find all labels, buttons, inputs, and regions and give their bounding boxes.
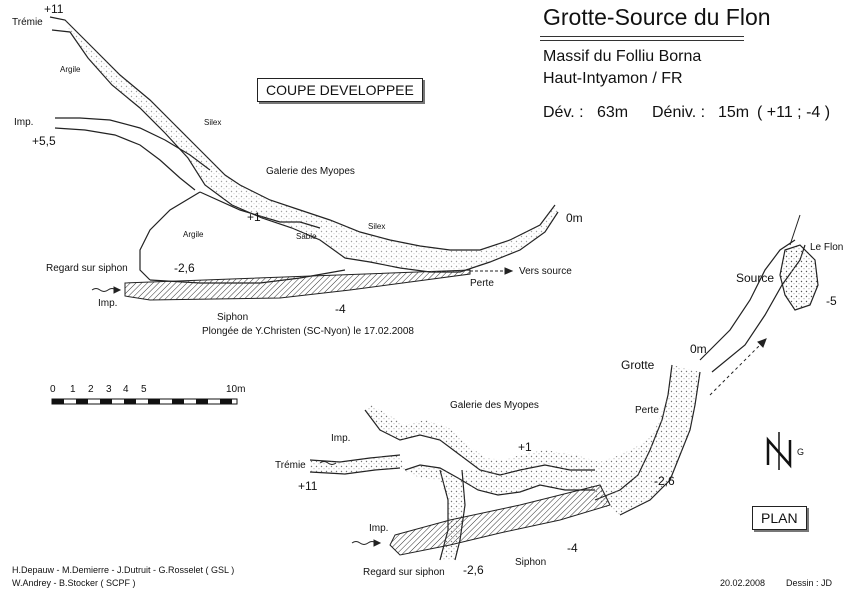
- section-label-imp-left: Imp.: [14, 117, 34, 128]
- scale-tick-4: 4: [123, 384, 129, 395]
- north-arrow-g-label: G: [797, 447, 805, 457]
- map-title: Grotte-Source du Flon: [543, 4, 771, 30]
- dev-value: 63m: [597, 104, 629, 121]
- plan-label-regard: Regard sur siphon: [363, 567, 445, 578]
- scale-tick-0: 0: [50, 384, 56, 395]
- deniv-value: 15m: [718, 104, 750, 121]
- section-flow-arrows: [91, 267, 514, 294]
- scale-tick-3: 3: [106, 384, 112, 395]
- section-depth-plus1: +1: [247, 210, 261, 224]
- title-underline-2: [540, 40, 744, 41]
- scale-tick-end: 10m: [226, 384, 246, 395]
- plan-label-galerie: Galerie des Myopes: [450, 400, 539, 411]
- section-label-silex-top: Silex: [204, 118, 222, 127]
- scale-tick-5: 5: [141, 384, 147, 395]
- plan-label-tremie: Trémie: [275, 460, 306, 471]
- section-depth-plus11: +11: [44, 2, 64, 16]
- credits-line-1: H.Depauw - M.Demierre - J.Dutruit - G.Ro…: [12, 565, 235, 575]
- section-label-argile-top: Argile: [60, 65, 81, 74]
- plan-label-siphon: Siphon: [515, 557, 547, 568]
- plan-label-grotte: Grotte: [621, 358, 655, 372]
- section-depth-plus55: +5,5: [32, 134, 56, 148]
- drawing-author: Dessin : JD: [786, 578, 833, 588]
- plan-flon-stream: [789, 214, 801, 246]
- credits-line-2: W.Andrey - B.Stocker ( SCPF ): [12, 578, 136, 588]
- title-underline: [540, 36, 744, 37]
- region-label: Haut-Intyamon / FR: [543, 70, 683, 87]
- north-arrow-graphic: [766, 432, 792, 470]
- scale-tick-1: 1: [70, 384, 76, 395]
- dev-label: Dév. :: [543, 104, 584, 121]
- plan-galerie-fill: [310, 365, 700, 560]
- plan-flow-arrows: [319, 338, 767, 547]
- section-passage-fill: [65, 20, 558, 272]
- plan-depth-minus26-right: -2,6: [654, 474, 675, 488]
- section-depth-minus4: -4: [335, 302, 346, 316]
- plan-depth-minus26-bottom: -2,6: [463, 563, 484, 577]
- plan-label-imp-top: Imp.: [331, 433, 351, 444]
- section-label-sable: Sable: [296, 232, 317, 241]
- plan-siphon-area: [389, 484, 611, 556]
- plan-label-le-flon: Le Flon: [810, 242, 844, 253]
- plan-source-pool: [779, 244, 819, 311]
- section-label-imp-bottom: Imp.: [98, 298, 118, 309]
- plan-label-perte: Perte: [635, 405, 659, 416]
- section-label-plongee: Plongée de Y.Christen (SC-Nyon) le 17.02…: [202, 326, 414, 337]
- drawing-date: 20.02.2008: [720, 578, 766, 588]
- section-label-regard: Regard sur siphon: [46, 263, 128, 274]
- plan-depth-plus1: +1: [518, 440, 532, 454]
- section-label-argile-mid: Argile: [183, 230, 204, 239]
- section-title-box: COUPE DEVELOPPEE: [257, 78, 423, 102]
- plan-depth-zero: 0m: [690, 342, 707, 356]
- section-label-galerie: Galerie des Myopes: [266, 166, 355, 177]
- plan-depth-plus11: +11: [298, 479, 318, 493]
- section-depth-zero: 0m: [566, 211, 583, 225]
- plan-label-source: Source: [736, 271, 775, 285]
- section-label-tremie: Trémie: [12, 17, 43, 28]
- section-label-perte: Perte: [470, 278, 494, 289]
- section-profile: [49, 16, 559, 284]
- section-label-silex-mid: Silex: [368, 222, 386, 231]
- plan-title-box: PLAN: [752, 506, 807, 530]
- section-label-siphon: Siphon: [217, 312, 249, 323]
- plan-depth-minus5: -5: [826, 294, 837, 308]
- deniv-range: ( +11 ; -4 ): [757, 104, 831, 121]
- plan-label-imp-bottom: Imp.: [369, 523, 389, 534]
- section-depth-minus26: -2,6: [174, 261, 195, 275]
- plan-depth-minus4: -4: [567, 541, 578, 555]
- section-label-vers-source: Vers source: [519, 266, 572, 277]
- scale-bar-graphic: [51, 398, 238, 405]
- scale-tick-2: 2: [88, 384, 94, 395]
- massif-label: Massif du Folliu Borna: [543, 48, 702, 65]
- deniv-label: Déniv. :: [652, 104, 706, 121]
